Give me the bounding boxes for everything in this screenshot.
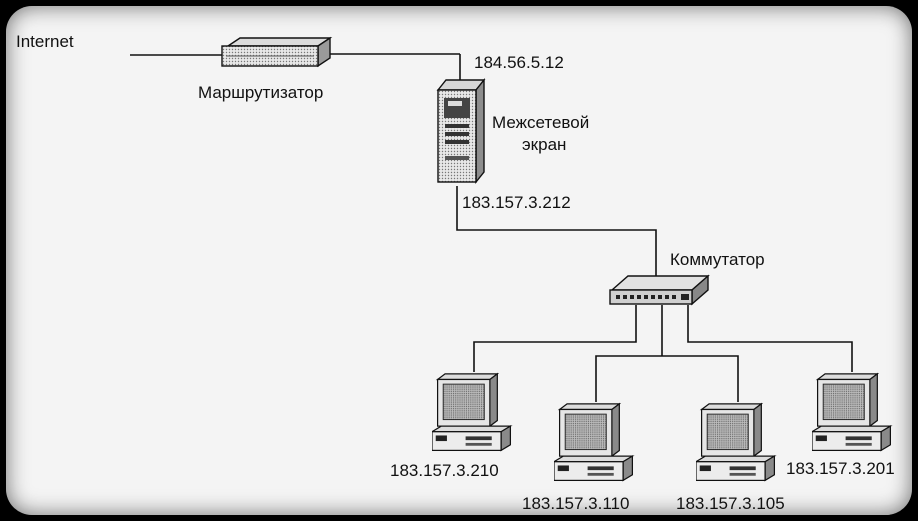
pc1-line [473,305,637,372]
connection-lines [130,53,853,402]
pc2-line [595,355,662,402]
firewall-label-line1: Межсетевой [492,113,589,132]
computer-ip-label: 183.157.3.110 [522,494,629,513]
computer-icon [812,373,892,452]
internet-label: Internet [16,32,74,51]
pc3-line [662,355,739,402]
computer-icon [696,403,776,482]
firewall-icon [436,78,486,184]
firewall-switch-line [456,186,657,280]
router-ip-label: 184.56.5.12 [474,53,564,72]
switch-label: Коммутатор [670,250,765,269]
firewall-ip-label: 183.157.3.212 [462,193,571,212]
computer-ip-label: 183.157.3.105 [676,494,785,513]
switch-icon [609,274,710,306]
computer-icon [554,403,634,482]
computer-ip-label: 183.157.3.210 [390,461,499,480]
firewall-label-line2: экран [522,135,566,154]
router-label: Маршрутизатор [198,83,323,102]
router-icon [221,36,333,68]
computer-icon [432,373,512,452]
computer-ip-label: 183.157.3.201 [786,459,895,478]
pc4-line [687,305,853,372]
